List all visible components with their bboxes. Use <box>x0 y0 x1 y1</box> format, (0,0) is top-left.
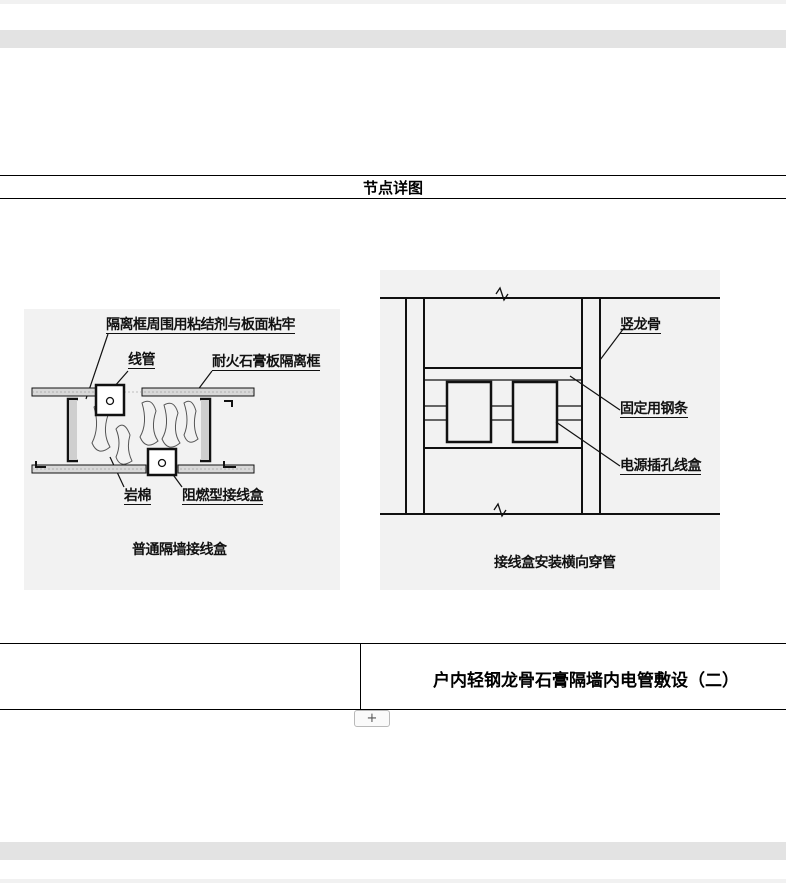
figure-left-caption: 普通隔墙接线盒 <box>132 542 227 558</box>
label-steel-strip: 固定用钢条 <box>620 401 688 418</box>
drawing-title-block: 户内轻钢龙骨石膏隔墙内电管敷设（二） <box>0 643 786 710</box>
top-gray-bar <box>0 30 786 48</box>
bottom-edge-line <box>0 879 786 883</box>
add-button[interactable]: + <box>354 710 390 727</box>
title-block-left-cell <box>0 644 361 709</box>
elevation-drawing <box>380 286 720 518</box>
section-title: 节点详图 <box>362 178 423 197</box>
label-frame-glue: 隔离框周围用粘结剂与板面粘牢 <box>106 317 296 334</box>
figure-horizontal-conduit: 竖龙骨 固定用钢条 电源插孔线盒 接线盒安装横向穿管 <box>380 270 720 590</box>
bottom-gray-bar <box>0 842 786 860</box>
label-conduit: 线管 <box>128 352 156 369</box>
label-fire-frame: 耐火石膏板隔离框 <box>212 354 321 371</box>
label-rock-wool: 岩棉 <box>124 488 152 505</box>
drawing-title: 户内轻钢龙骨石膏隔墙内电管敷设（二） <box>433 671 739 691</box>
plus-icon: + <box>366 711 378 726</box>
label-stud: 竖龙骨 <box>620 317 661 334</box>
section-title-row: 节点详图 <box>0 175 786 199</box>
partition-section-drawing <box>31 333 255 488</box>
label-flame-box: 阻燃型接线盒 <box>182 488 264 505</box>
figure-right-caption: 接线盒安装横向穿管 <box>494 555 616 571</box>
top-edge-line <box>0 0 786 4</box>
label-socket-box: 电源插孔线盒 <box>620 458 702 475</box>
figure-partition-junction-box: 隔离框周围用粘结剂与板面粘牢 线管 耐火石膏板隔离框 岩棉 阻燃型接线盒 普通隔… <box>24 309 340 590</box>
